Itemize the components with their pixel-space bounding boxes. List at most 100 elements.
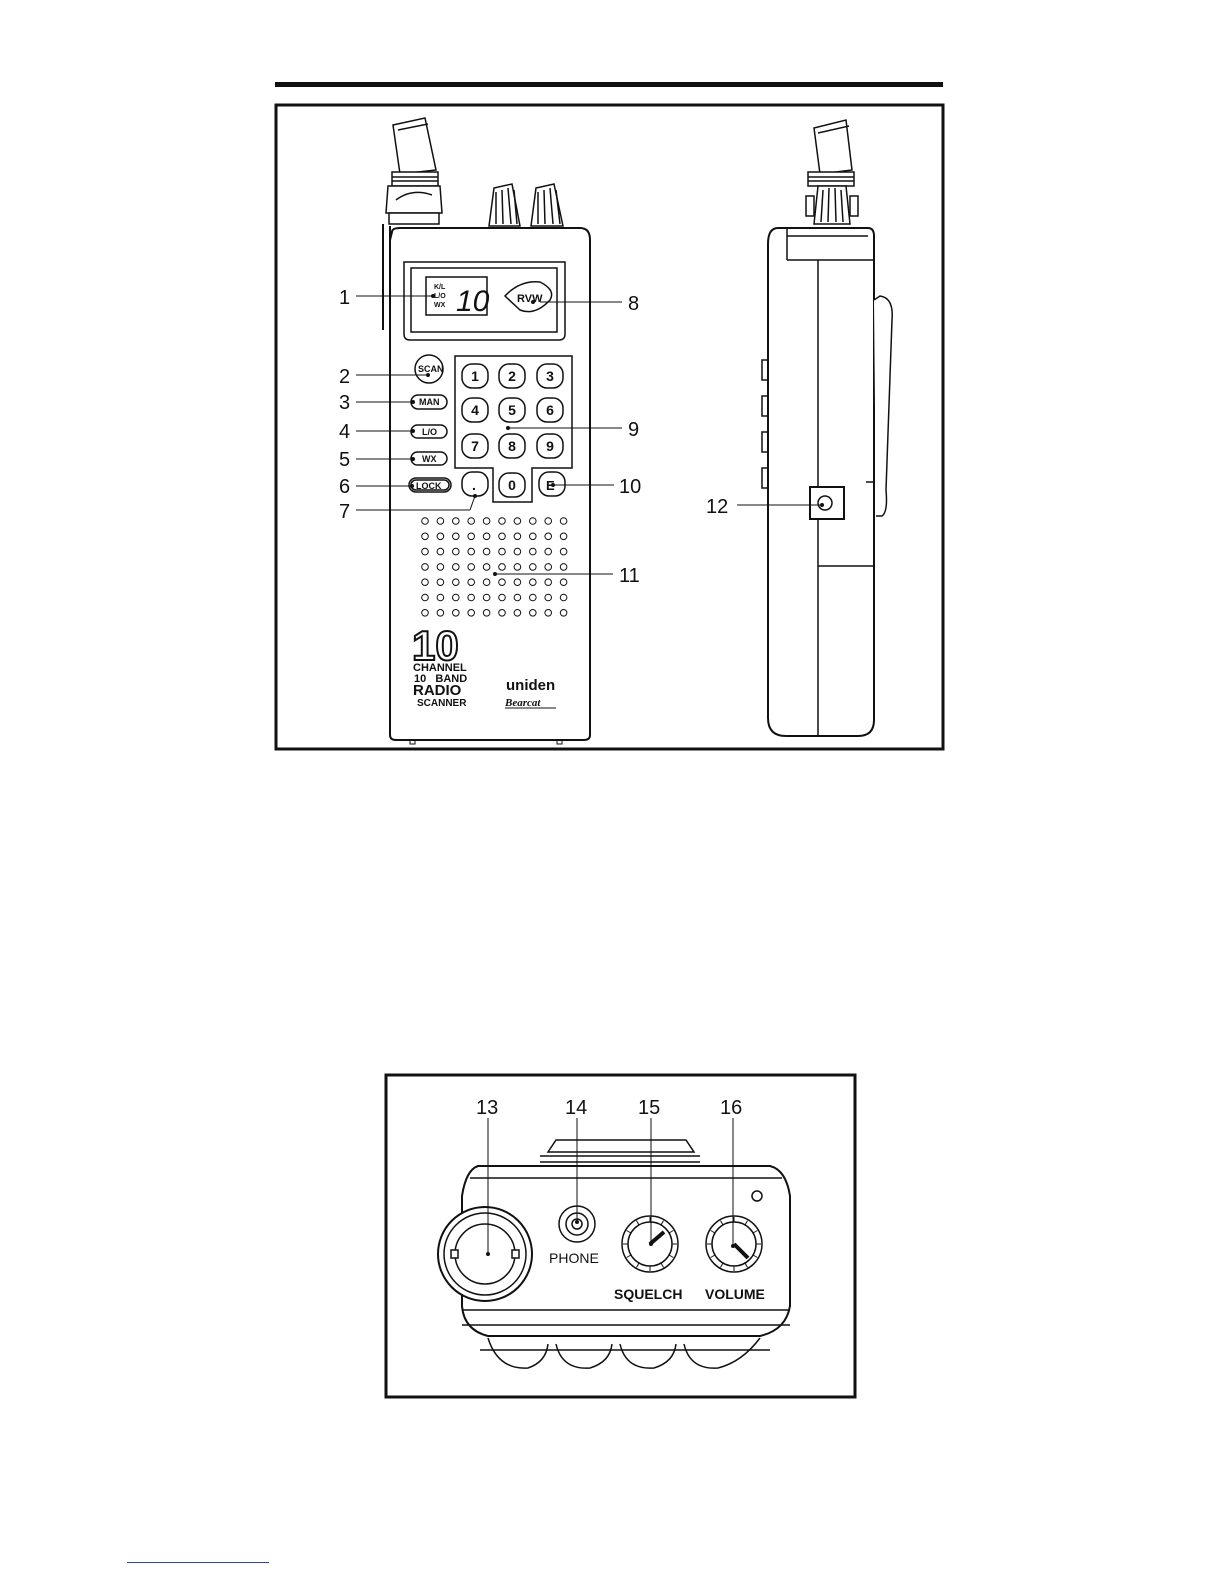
keypad-key-8[interactable]: 8 (508, 438, 516, 454)
callout-9: 9 (628, 419, 639, 441)
squelch-label: SQUELCH (614, 1286, 682, 1302)
brand-line-radio: RADIO (413, 682, 462, 699)
speaker-hole (468, 564, 475, 571)
speaker-hole (530, 610, 537, 617)
scan-button[interactable]: SCAN (418, 364, 444, 374)
callout-16: 16 (720, 1097, 742, 1119)
lo-button[interactable]: L/O (422, 427, 437, 437)
speaker-hole (514, 518, 521, 525)
speaker-hole (437, 594, 444, 601)
callout-15: 15 (638, 1097, 660, 1119)
speaker-hole (530, 548, 537, 555)
keypad-key-1[interactable]: 1 (471, 368, 479, 384)
speaker-hole (514, 610, 521, 617)
side-jack-icon (818, 496, 832, 510)
keypad-key-2[interactable]: 2 (508, 368, 516, 384)
speaker-hole (514, 579, 521, 586)
speaker-hole (499, 564, 506, 571)
keypad-key-9[interactable]: 9 (546, 438, 554, 454)
indicator-kl: K/L (434, 284, 446, 291)
speaker-hole (545, 548, 552, 555)
callout-11: 11 (619, 565, 640, 587)
speaker-hole (422, 594, 429, 601)
speaker-hole (453, 518, 460, 525)
speaker-hole (483, 594, 490, 601)
speaker-hole (422, 579, 429, 586)
brand-line-scanner: SCANNER (417, 698, 467, 709)
callout-8: 8 (628, 293, 639, 315)
speaker-hole (453, 579, 460, 586)
speaker-hole (530, 518, 537, 525)
speaker-hole (560, 533, 567, 540)
wx-button[interactable]: WX (422, 454, 437, 464)
speaker-hole (499, 610, 506, 617)
speaker-hole (514, 564, 521, 571)
speaker-hole (545, 579, 552, 586)
keypad-key-5[interactable]: 5 (508, 402, 516, 418)
speaker-hole (530, 533, 537, 540)
speaker-hole (545, 533, 552, 540)
man-button[interactable]: MAN (419, 397, 440, 407)
rvw-label: RVW (517, 293, 543, 305)
header-rule (275, 82, 943, 87)
speaker-hole (453, 564, 460, 571)
callout-12: 12 (706, 496, 728, 518)
speaker-hole (514, 548, 521, 555)
callout-13: 13 (476, 1097, 498, 1119)
footer-link-underline (127, 1562, 269, 1563)
scanner-side-view (762, 120, 892, 736)
speaker-hole (422, 610, 429, 617)
keypad-key-6[interactable]: 6 (546, 402, 554, 418)
speaker-hole (514, 594, 521, 601)
speaker-hole (437, 564, 444, 571)
antenna-connector-icon (455, 1224, 515, 1284)
indicator-lo: L/O (434, 293, 446, 300)
callout-10: 10 (619, 476, 641, 498)
speaker-hole (530, 579, 537, 586)
speaker-hole (499, 594, 506, 601)
indicator-wx: WX (434, 302, 446, 309)
speaker-hole (514, 533, 521, 540)
phone-label: PHONE (549, 1250, 599, 1266)
callout-2: 2 (339, 366, 350, 388)
speaker-hole (468, 594, 475, 601)
speaker-hole (483, 610, 490, 617)
speaker-hole (468, 548, 475, 555)
speaker-hole (545, 518, 552, 525)
keypad-key-3[interactable]: 3 (546, 368, 554, 384)
speaker-hole (560, 518, 567, 525)
top-knobs-front (489, 184, 563, 226)
speaker-hole (560, 564, 567, 571)
speaker-hole (483, 564, 490, 571)
speaker-hole (483, 548, 490, 555)
keypad-key-0[interactable]: 0 (508, 477, 516, 493)
speaker-hole (437, 518, 444, 525)
speaker-hole (545, 594, 552, 601)
callout-7: 7 (339, 501, 350, 523)
speaker-hole (437, 533, 444, 540)
speaker-hole (483, 518, 490, 525)
speaker-hole (468, 579, 475, 586)
speaker-hole (422, 518, 429, 525)
lock-button[interactable]: LOCK (416, 481, 442, 491)
speaker-hole (499, 548, 506, 555)
speaker-hole (560, 610, 567, 617)
speaker-hole (499, 533, 506, 540)
dot-key[interactable]: . (472, 477, 476, 493)
speaker-hole (437, 579, 444, 586)
callout-6: 6 (339, 476, 350, 498)
speaker-hole (560, 548, 567, 555)
speaker-hole (437, 610, 444, 617)
speaker-hole (560, 594, 567, 601)
callout-3: 3 (339, 392, 350, 414)
status-led-icon (752, 1191, 762, 1201)
speaker-hole (560, 579, 567, 586)
speaker-hole (530, 564, 537, 571)
speaker-hole (468, 533, 475, 540)
keypad-key-4[interactable]: 4 (471, 402, 479, 418)
speaker-hole (530, 594, 537, 601)
keypad-key-7[interactable]: 7 (471, 438, 479, 454)
speaker-hole (422, 564, 429, 571)
speaker-hole (437, 548, 444, 555)
